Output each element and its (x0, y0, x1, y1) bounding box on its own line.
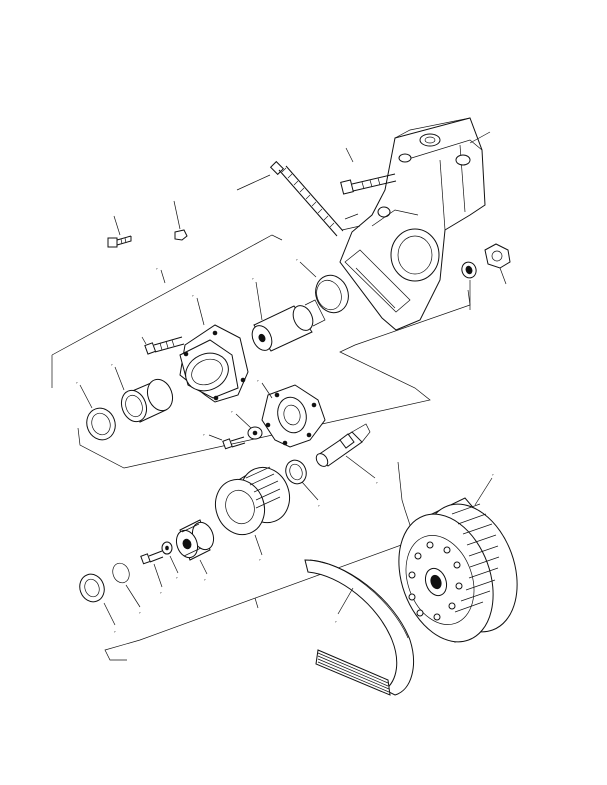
cap-lower: , (79, 573, 116, 634)
callout-shaft-upper: , (252, 274, 254, 281)
callout-flange-hub: , (257, 376, 259, 383)
pulley-crank: , (398, 470, 518, 643)
housing-upper: , (179, 291, 249, 403)
callout-bolt-hub: , (203, 430, 205, 437)
bolt-hub: , (203, 430, 246, 450)
flange-hub: , (257, 376, 326, 448)
pulley-idler: , (214, 466, 291, 562)
washer-lower: , (161, 541, 179, 580)
callout-bolt-lower: , (160, 588, 162, 595)
callout-assembly-upper: , (156, 264, 158, 271)
callout-housing-upper: , (192, 291, 194, 298)
washer-hub: , (231, 407, 263, 440)
callout-belt-drive: , (335, 617, 337, 624)
callout-bearing-lower: , (204, 575, 206, 582)
oring-lower: , (112, 562, 141, 615)
lower-assembly-bracket (104, 461, 416, 661)
bolt-housing (141, 336, 185, 355)
bolt-large (340, 147, 397, 195)
callout-seal-lower: , (76, 378, 78, 385)
callout-bracket (469, 131, 491, 144)
callout-seal-upper: , (296, 255, 298, 262)
shaft-upper: , (251, 274, 326, 352)
upper-assembly-bracket: , (51, 234, 471, 469)
shaft-lower: , (315, 423, 378, 485)
callout-pulley-crank: , (492, 470, 494, 477)
callout-oring-lower: , (139, 608, 141, 615)
bearing-lower: , (175, 519, 215, 582)
bearing-upper: , (111, 360, 174, 423)
callout-bearing-upper: , (111, 360, 113, 367)
stud-long (236, 160, 361, 237)
small-bolt-left (107, 215, 132, 248)
washer-right (461, 261, 477, 310)
callout-pulley-idler: , (259, 555, 261, 562)
seal-ring: , (285, 459, 320, 508)
bolt-lower: , (140, 550, 164, 595)
nut-right (484, 243, 511, 285)
seal-upper: , (296, 255, 349, 314)
callout-washer-hub: , (231, 407, 233, 414)
callout-shaft-lower: , (376, 478, 378, 485)
callout-cap-lower: , (114, 627, 116, 634)
callout-seal-ring: , (318, 501, 320, 508)
mounting-bracket (339, 117, 486, 331)
belt-drive: , (304, 559, 414, 696)
callout-washer-lower: , (176, 573, 178, 580)
small-nut-left (173, 200, 188, 241)
seal-lower: , (76, 378, 116, 441)
